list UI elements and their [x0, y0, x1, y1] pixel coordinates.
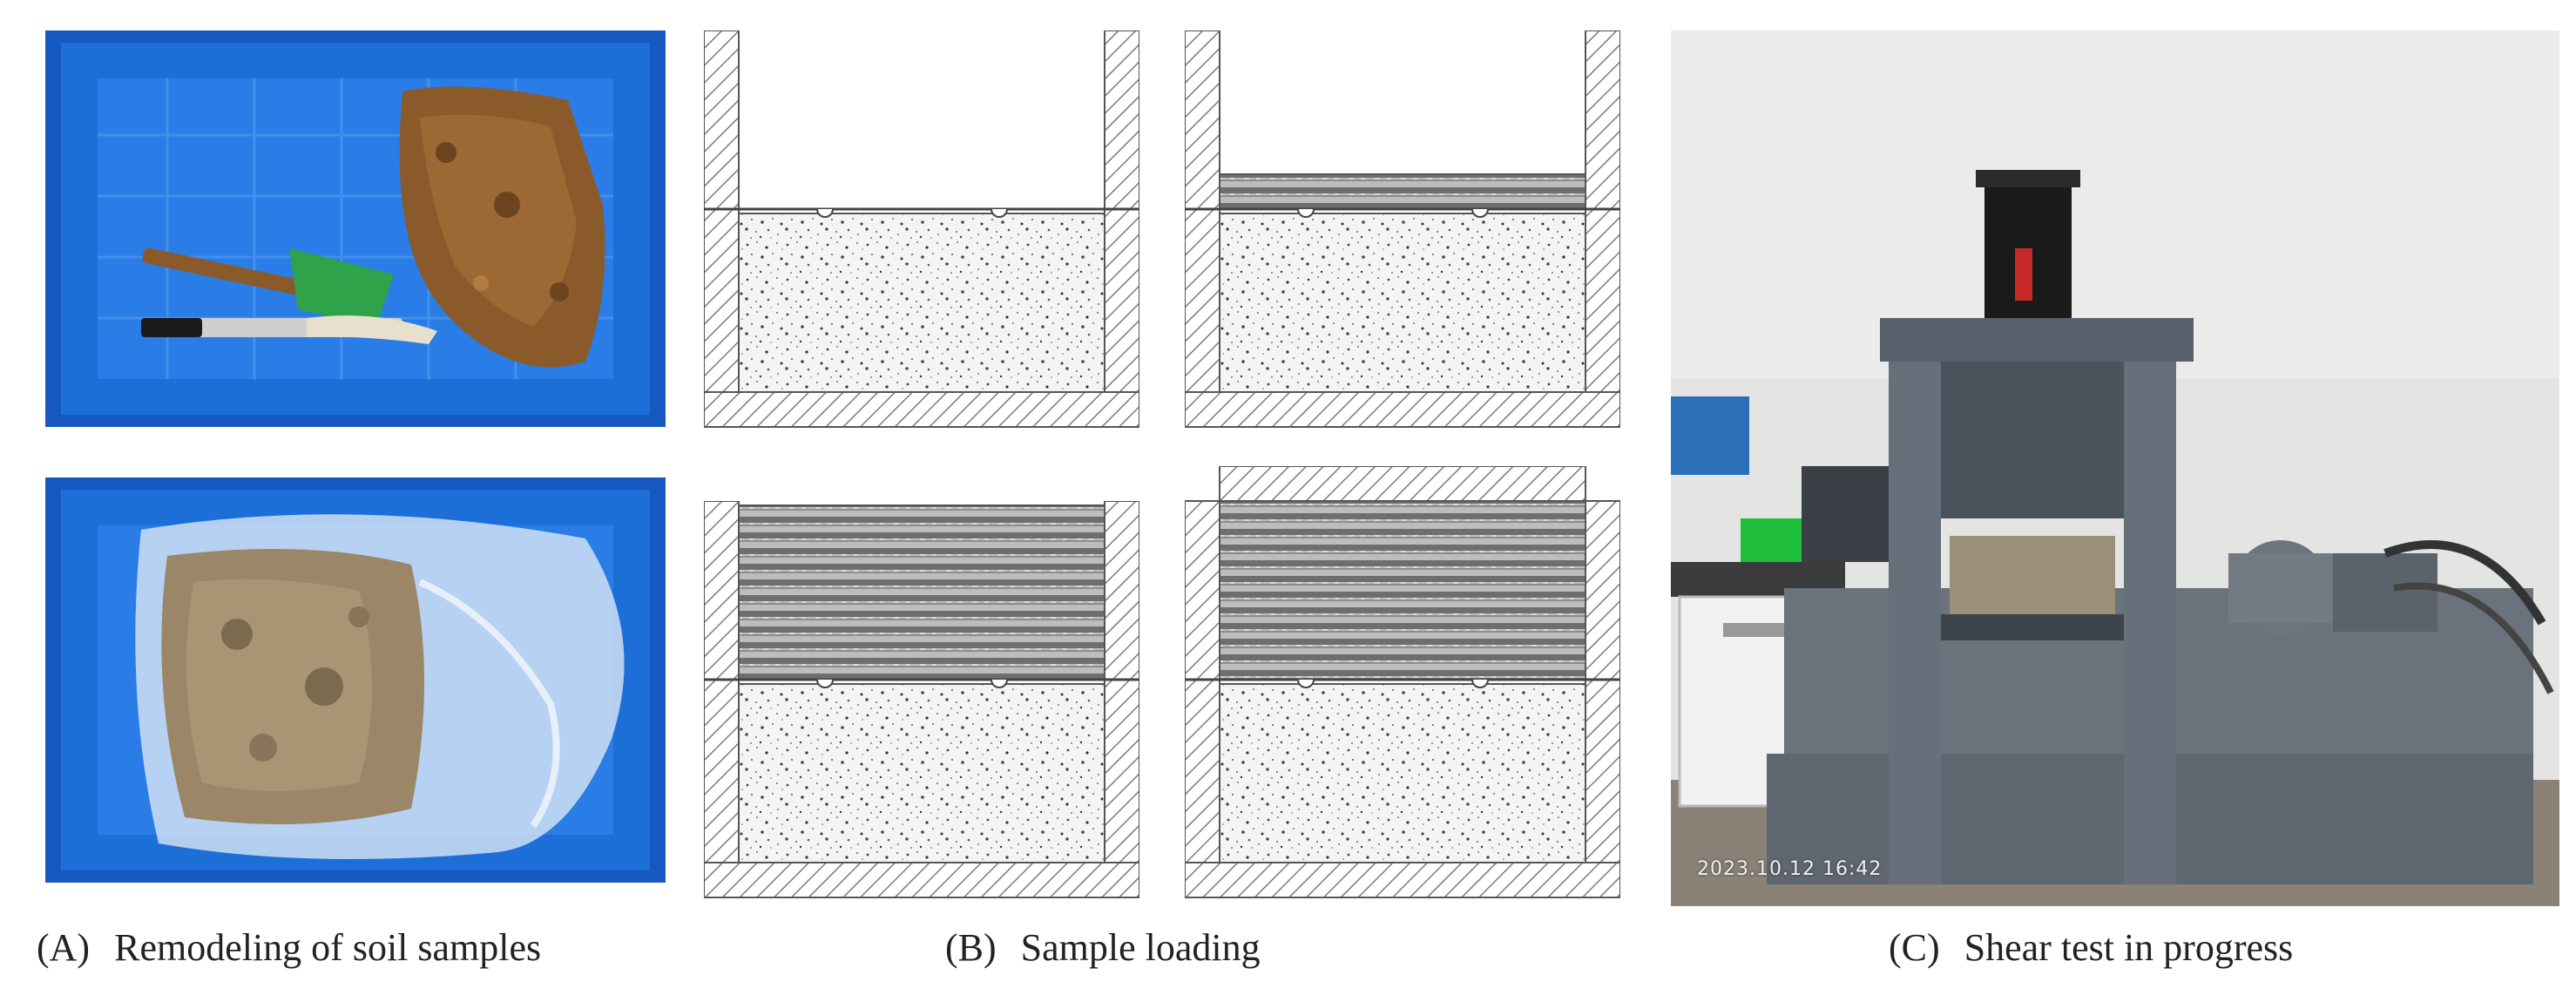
loading-diagram-with-plate	[1185, 466, 1620, 898]
photo-timestamp: 2023.10.12 16:42	[1697, 858, 1883, 880]
caption-a: (A) Remodeling of soil samples	[37, 925, 541, 970]
caption-c: (C) Shear test in progress	[1889, 925, 2293, 970]
caption-c-text: Shear test in progress	[1964, 926, 2294, 969]
caption-b-tag: (B)	[945, 926, 997, 969]
caption-b-text: Sample loading	[1020, 926, 1261, 969]
loading-diagram-full-layers	[704, 501, 1139, 898]
panel-b: (B) Sample loading	[697, 0, 1655, 1002]
caption-a-text: Remodeling of soil samples	[114, 926, 542, 969]
caption-a-tag: (A)	[37, 926, 91, 969]
panel-a: (A) Remodeling of soil samples	[0, 0, 679, 1002]
loading-diagram-empty-box	[704, 30, 1139, 428]
tray-bagged-soil-photo	[45, 477, 666, 883]
caption-c-tag: (C)	[1889, 926, 1940, 969]
shear-apparatus-photo: 2023.10.12 16:42	[1671, 30, 2559, 906]
loading-diagram-first-layer	[1185, 30, 1620, 428]
panel-c: 2023.10.12 16:42 (C) Shear test in progre…	[1655, 0, 2576, 1002]
caption-b: (B) Sample loading	[945, 925, 1261, 970]
tray-loose-soil-photo	[45, 30, 666, 427]
